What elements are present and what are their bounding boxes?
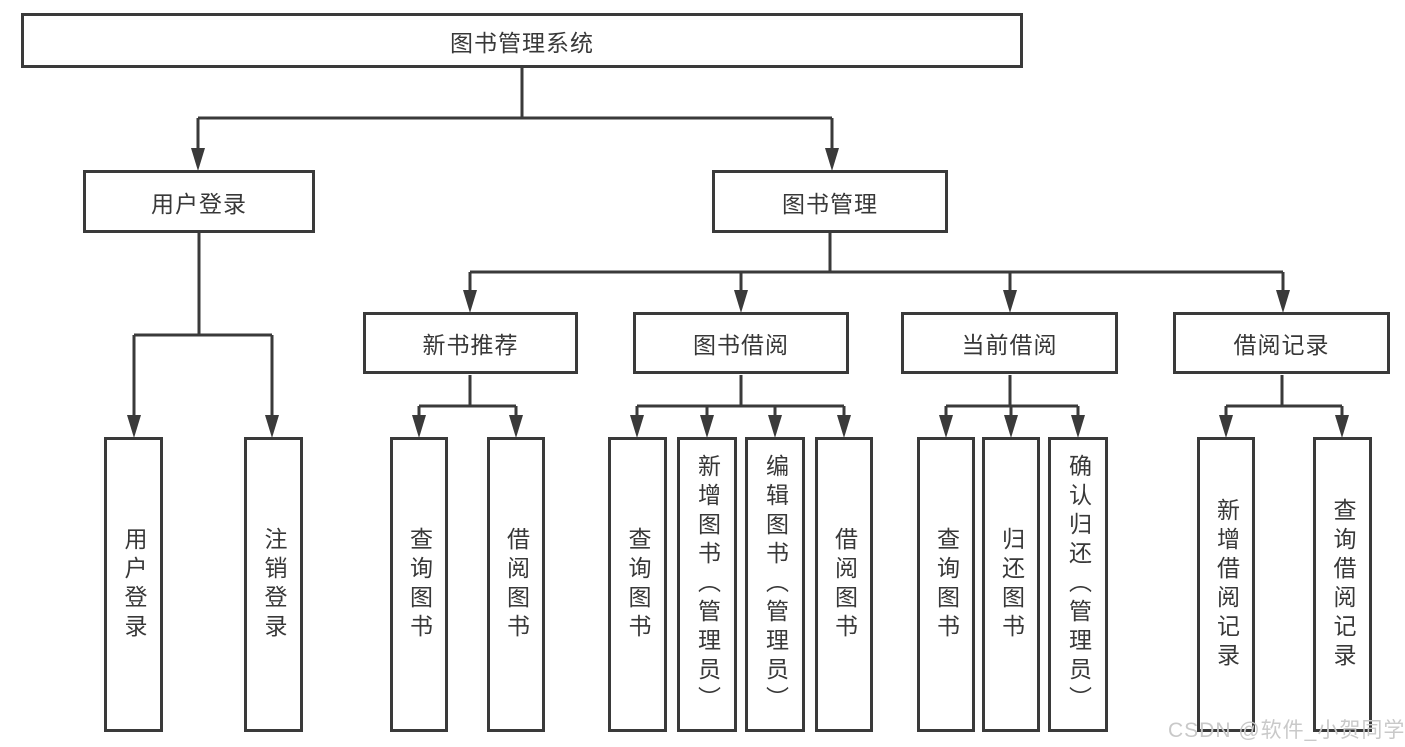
node-borrow-books-recommend: 借阅图书 xyxy=(487,437,545,732)
node-label: 当前借阅 xyxy=(961,332,1058,358)
node-query-books-current: 查询图书 xyxy=(917,437,975,732)
node-label: 查询图书 xyxy=(933,526,960,643)
node-confirm-return-admin: 确认归还（管理员） xyxy=(1048,437,1108,732)
node-borrowing-records: 借阅记录 xyxy=(1173,312,1390,374)
node-label: 用户登录 xyxy=(121,526,147,643)
node-user-login: 用户登录 xyxy=(83,170,315,233)
node-book-management: 图书管理 xyxy=(712,170,948,233)
node-label: 新书推荐 xyxy=(422,332,519,358)
node-label: 归还图书 xyxy=(998,526,1025,643)
csdn-watermark: CSDN @软件_小贺同学 xyxy=(1168,719,1405,742)
node-current-borrowing: 当前借阅 xyxy=(901,312,1118,374)
node-label: 注销登录 xyxy=(261,526,287,643)
node-label: 图书借阅 xyxy=(693,332,789,358)
node-label: 确认归还（管理员） xyxy=(1065,454,1092,715)
node-borrow-books-action: 借阅图书 xyxy=(815,437,873,732)
node-label: 新增图书（管理员） xyxy=(694,454,721,715)
node-label: 查询借阅记录 xyxy=(1330,497,1356,672)
node-label: 编辑图书（管理员） xyxy=(762,454,789,715)
node-query-books-borrow: 查询图书 xyxy=(608,437,667,732)
node-edit-books-admin: 编辑图书（管理员） xyxy=(745,437,805,732)
node-library-management-system: 图书管理系统 xyxy=(21,13,1023,68)
node-label: 用户登录 xyxy=(151,190,247,217)
node-label: 新增借阅记录 xyxy=(1213,497,1240,672)
node-label: 借阅记录 xyxy=(1233,332,1330,358)
node-query-borrow-record: 查询借阅记录 xyxy=(1313,437,1372,732)
node-add-books-admin: 新增图书（管理员） xyxy=(677,437,737,732)
node-query-books-recommend: 查询图书 xyxy=(390,437,448,732)
node-label: 查询图书 xyxy=(406,526,433,643)
node-label: 图书管理 xyxy=(782,190,878,217)
node-logout-action: 注销登录 xyxy=(244,437,303,732)
node-new-book-recommendation: 新书推荐 xyxy=(363,312,578,374)
node-label: 图书管理系统 xyxy=(450,29,594,56)
node-add-borrow-record: 新增借阅记录 xyxy=(1197,437,1255,732)
node-label: 借阅图书 xyxy=(831,526,858,643)
node-return-books: 归还图书 xyxy=(982,437,1040,732)
node-label: 查询图书 xyxy=(625,526,651,643)
node-user-login-action: 用户登录 xyxy=(104,437,163,732)
node-book-borrowing: 图书借阅 xyxy=(633,312,849,374)
node-label: 借阅图书 xyxy=(503,526,530,643)
